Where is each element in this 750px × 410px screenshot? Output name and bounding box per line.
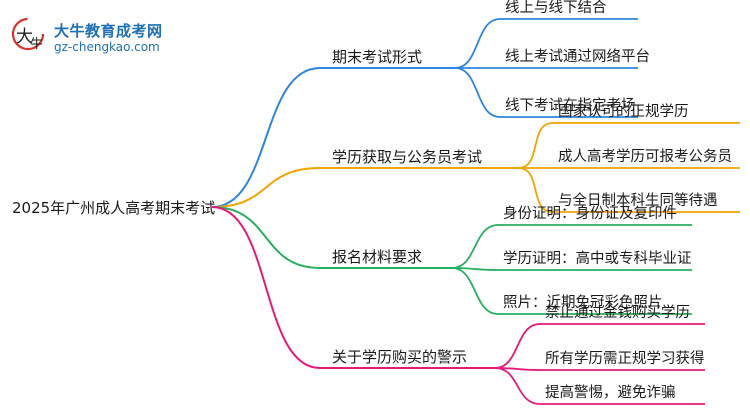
leaf-connector: [454, 18, 501, 69]
logo-title: 大牛教育成考网: [54, 22, 163, 40]
logo-mascot-icon: 大 牛: [11, 17, 45, 52]
leaf-label: 线上与线下结合: [505, 0, 607, 16]
branch-connector: [211, 206, 321, 369]
leaf-connector: [451, 224, 499, 269]
branch-label: 学历获取与公务员考试: [332, 148, 482, 166]
logo-url: gz-chengkao.com: [54, 40, 160, 54]
leaf-label: 提高警惕，避免诈骗: [545, 384, 676, 401]
leaf-label: 学历证明：高中或专科毕业证: [503, 250, 692, 267]
leaf-connector: [517, 122, 554, 169]
svg-text:牛: 牛: [30, 37, 43, 52]
leaf-label: 线下考试在指定考场: [505, 97, 636, 114]
leaf-label: 身份证明：身份证及复印件: [503, 204, 677, 222]
leaf-label: 国家认可的正规学历: [558, 103, 689, 120]
branch-label: 报名材料要求: [332, 248, 422, 266]
leaf-label: 成人高考学历可报考公务员: [558, 148, 732, 165]
leaf-label: 照片：近期免冠彩色照片: [503, 294, 663, 311]
svg-text:大: 大: [16, 27, 33, 47]
leaf-connector: [517, 167, 554, 213]
branch-connector: [211, 67, 321, 208]
site-logo: 大 牛 大牛教育成考网 gz-chengkao.com: [8, 12, 178, 56]
leaf-label: 所有学历需正规学习获得: [545, 350, 705, 367]
branch-connector: [211, 167, 321, 208]
leaf-label: 线上考试通过网络平台: [505, 48, 650, 65]
leaf-label: 与全日制本科生同等待遇: [558, 191, 718, 209]
root-topic: 2025年广州成人高考期末考试: [12, 199, 215, 217]
leaf-connector: [494, 367, 541, 405]
leaf-label: 禁止通过金钱购买学历: [545, 304, 690, 321]
branch-connector: [211, 206, 321, 269]
leaf-connector: [494, 323, 541, 369]
leaf-connector: [454, 67, 501, 118]
branch-label: 关于学历购买的警示: [332, 348, 467, 366]
branch-label: 期末考试形式: [332, 48, 422, 66]
leaf-connector: [451, 267, 499, 315]
